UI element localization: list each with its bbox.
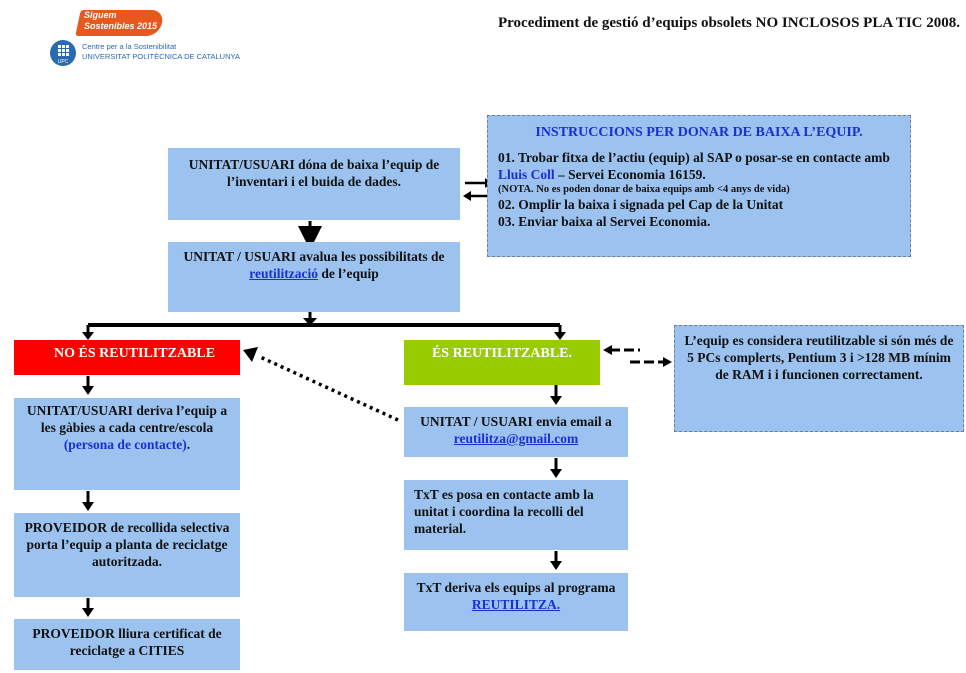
right-step-2: TxT es posa en contacte amb la unitat i … bbox=[404, 480, 628, 550]
instructions-line1-pre: 01. Trobar fitxa de l’actiu (equip) al S… bbox=[498, 150, 890, 165]
right-step-1: UNITAT / USUARI envia email a reutilitza… bbox=[404, 407, 628, 457]
left-step-3: PROVEIDOR lliura certificat de reciclatg… bbox=[14, 619, 240, 670]
right-step-3-pre: TxT deriva els equips al programa bbox=[416, 580, 616, 595]
instructions-line1: 01. Trobar fitxa de l’actiu (equip) al S… bbox=[498, 149, 900, 183]
step-unitat-baixa-text: UNITAT/USUARI dóna de baixa l’equip de l… bbox=[188, 157, 440, 189]
contact-person-link[interactable]: (persona de contacte) bbox=[63, 437, 187, 452]
instructions-box: INSTRUCCIONS PER DONAR DE BAIXA L’EQUIP.… bbox=[487, 115, 911, 257]
left-step-3-text: PROVEIDOR lliura certificat de reciclatg… bbox=[32, 626, 222, 658]
contact-name-link[interactable]: Lluis Coll bbox=[498, 167, 555, 182]
instructions-title: INSTRUCCIONS PER DONAR DE BAIXA L’EQUIP. bbox=[535, 125, 863, 140]
right-column-arrows bbox=[550, 385, 562, 570]
left-step-1-post: . bbox=[186, 437, 191, 452]
logo-slogan-line1: Siguem bbox=[84, 10, 117, 20]
left-step-1-pre: UNITAT/USUARI deriva l’equip a les gàbie… bbox=[26, 403, 228, 435]
email-link[interactable]: reutilitza@gmail.com bbox=[453, 431, 579, 446]
step-avalua: UNITAT / USUARI avalua les possibilitats… bbox=[168, 242, 460, 312]
dotted-arrow-to-no bbox=[257, 354, 399, 422]
logo-org: Centre per a la Sostenibilitat UNIVERSIT… bbox=[82, 42, 242, 62]
right-step-3: TxT deriva els equips al programa REUTIL… bbox=[404, 573, 628, 631]
upc-seal-icon: UPC bbox=[50, 40, 76, 66]
step-avalua-pre: UNITAT / USUARI avalua les possibilitats… bbox=[183, 249, 445, 264]
left-step-2: PROVEIDOR de recollida selectiva porta l… bbox=[14, 513, 240, 597]
logo-seal-text: UPC bbox=[58, 59, 69, 65]
yes-reusable-label: ÉS REUTILITZABLE. bbox=[404, 340, 600, 385]
page-title: Procediment de gestió d’equips obsolets … bbox=[498, 15, 960, 31]
logo-org-line1: Centre per a la Sostenibilitat bbox=[82, 42, 177, 51]
left-column-arrows bbox=[82, 376, 94, 617]
reutilitzacio-link[interactable]: reutilització bbox=[249, 266, 318, 281]
logo-slogan-line2: Sostenibles 2015 bbox=[84, 21, 158, 31]
reutilitza-link[interactable]: REUTILITZA. bbox=[471, 597, 561, 612]
left-step-1: UNITAT/USUARI deriva l’equip a les gàbie… bbox=[14, 398, 240, 490]
instructions-line1-post: – Servei Economia 16159. bbox=[554, 167, 706, 182]
step-avalua-post: de l’equip bbox=[317, 266, 379, 281]
step-unitat-baixa: UNITAT/USUARI dóna de baixa l’equip de l… bbox=[168, 148, 460, 220]
no-reusable-label: NO ÉS REUTILITZABLE bbox=[14, 340, 240, 375]
instructions-line2: 02. Omplir la baixa i signada pel Cap de… bbox=[498, 197, 784, 212]
right-step-1-pre: UNITAT / USUARI envia email a bbox=[420, 414, 612, 429]
left-step-2-text: PROVEIDOR de recollida selectiva porta l… bbox=[24, 520, 230, 569]
instructions-line3: 03. Enviar baixa al Servei Economia. bbox=[498, 214, 711, 229]
double-arrow-instructions bbox=[463, 178, 492, 201]
criteria-box: L’equip es considera reutilitzable si só… bbox=[674, 325, 964, 432]
right-step-2-text: TxT es posa en contacte amb la unitat i … bbox=[414, 487, 594, 536]
double-arrow-criteria bbox=[603, 345, 672, 367]
logo-slogan: Siguem Sostenibles 2015 bbox=[84, 10, 164, 32]
instructions-note: (NOTA. No es poden donar de baixa equips… bbox=[498, 184, 790, 195]
criteria-text: L’equip es considera reutilitzable si só… bbox=[684, 333, 954, 382]
logo-org-line2: UNIVERSITAT POLITÈCNICA DE CATALUNYA bbox=[82, 52, 240, 61]
